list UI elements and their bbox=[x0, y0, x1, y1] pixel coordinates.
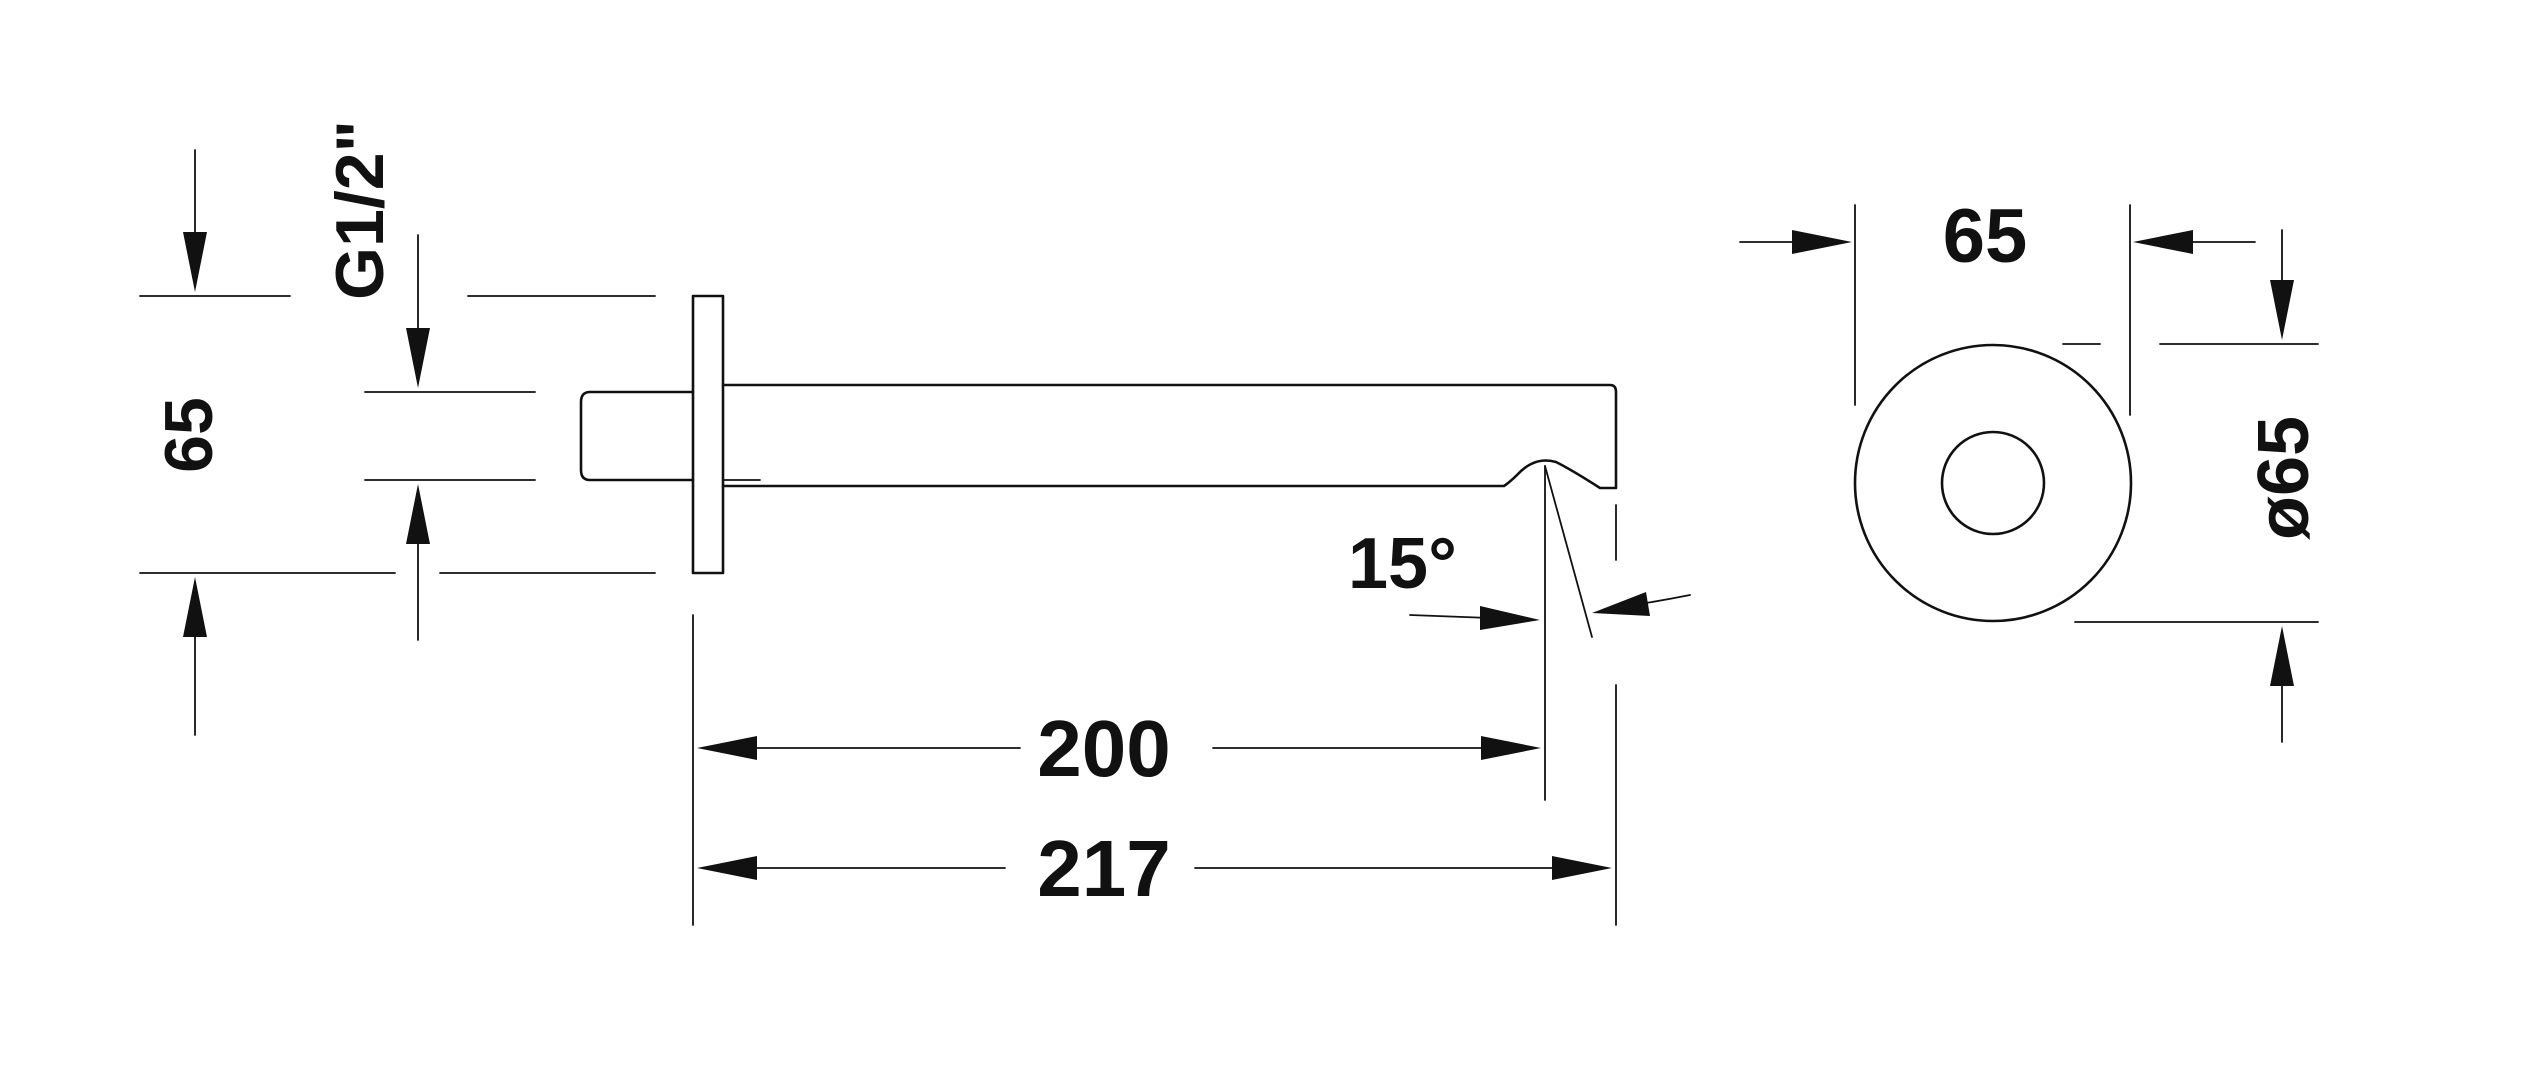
arrowhead-width-right bbox=[2133, 230, 2193, 254]
dim-label-thread: G1/2" bbox=[322, 120, 398, 300]
arrowhead-217-left bbox=[697, 856, 757, 880]
dim-label-rosette-diameter: ø65 bbox=[2244, 416, 2324, 540]
front-view bbox=[1853, 343, 2133, 623]
dim-label-flange-height: 65 bbox=[151, 397, 227, 473]
dim-label-angle: 15° bbox=[1348, 524, 1457, 604]
arrowhead-diameter-bottom bbox=[2270, 626, 2294, 686]
arrowhead-217-right bbox=[1552, 856, 1612, 880]
arrowhead-angle-right bbox=[1592, 592, 1650, 616]
thread-connector bbox=[579, 390, 695, 482]
angle-leg-inclined bbox=[1544, 465, 1593, 638]
side-view bbox=[579, 294, 1618, 575]
arrowhead-200-left bbox=[697, 736, 757, 760]
arrowhead-width-left bbox=[1792, 230, 1852, 254]
angle-dimension: 15° bbox=[1348, 465, 1691, 801]
bottom-dimensions: 200 217 bbox=[692, 504, 1617, 926]
dim-label-projection: 200 bbox=[1037, 704, 1170, 793]
arrowhead-65-bottom bbox=[183, 577, 207, 637]
dim-label-overall-length: 217 bbox=[1037, 824, 1170, 913]
arrowhead-thread-top bbox=[406, 328, 430, 388]
left-dimensions: 65 G1/2" bbox=[139, 120, 656, 736]
arrowhead-65-top bbox=[183, 232, 207, 292]
dim-label-rosette-width: 65 bbox=[1943, 194, 2028, 279]
arrowhead-thread-bottom bbox=[406, 484, 430, 544]
arrowhead-diameter-top bbox=[2270, 280, 2294, 340]
arrowhead-200-right bbox=[1481, 736, 1541, 760]
arrowhead-angle-left bbox=[1480, 606, 1540, 630]
rosette-outer bbox=[1853, 343, 2133, 623]
rosette-inner bbox=[1940, 430, 2046, 536]
right-dimensions: 65 ø65 bbox=[1739, 194, 2324, 743]
angle-arrow-left-line bbox=[1409, 614, 1491, 619]
spout-body bbox=[721, 383, 1618, 490]
wall-flange bbox=[691, 294, 725, 575]
